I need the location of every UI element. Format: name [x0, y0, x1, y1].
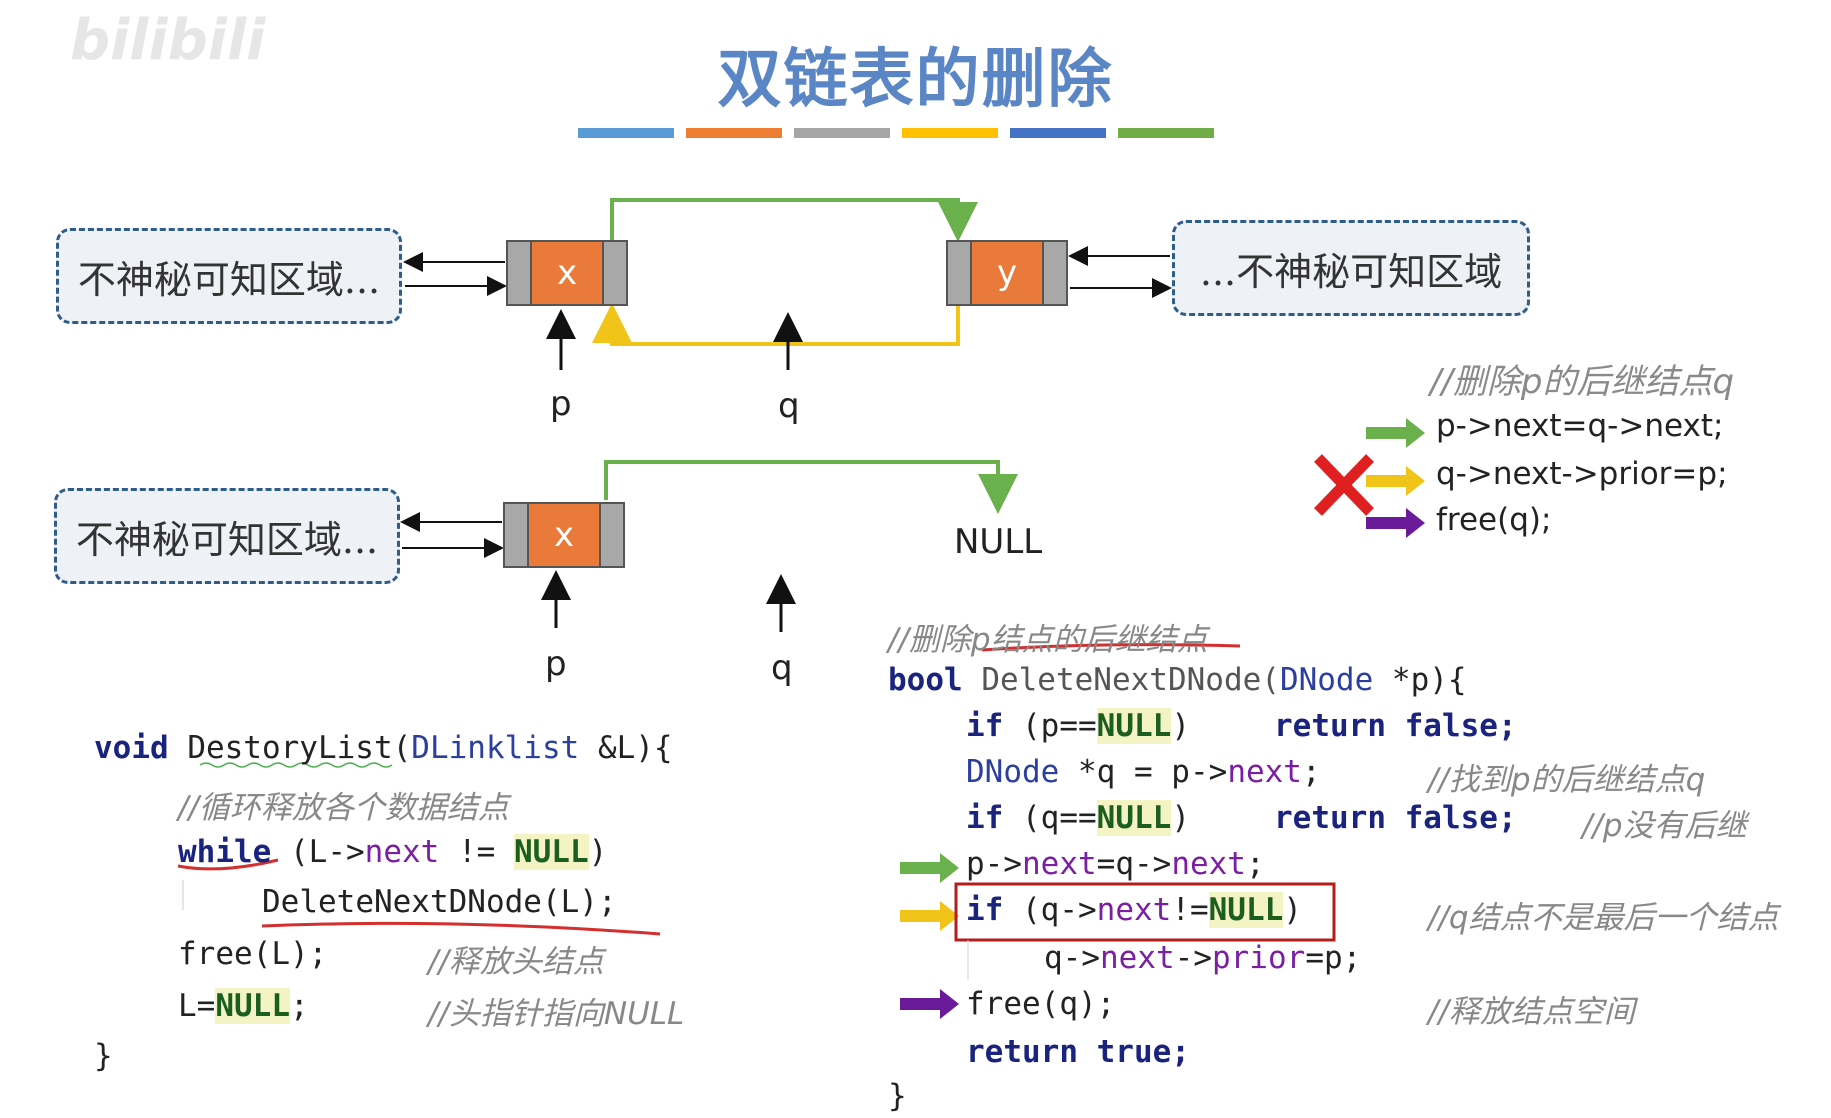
- pointer-p-label-bottom: p: [545, 644, 567, 684]
- green-step-arrow-icon: [1366, 418, 1425, 448]
- code-comment: //释放头结点: [428, 944, 604, 980]
- code-line: void DestoryList(DLinklist &L){: [94, 730, 673, 766]
- code-line: //循环释放各个数据结点: [178, 790, 509, 826]
- code-line: DeleteNextDNode(L);: [262, 884, 617, 920]
- steps-comment: //删除p的后继结点q: [1430, 362, 1735, 402]
- code-line: free(L);: [178, 936, 328, 972]
- node-y: y: [946, 240, 1068, 306]
- pointer-q-label-bottom: q: [771, 648, 793, 688]
- code-line: if (q==NULL): [966, 800, 1190, 836]
- code-line: }: [94, 1038, 113, 1074]
- code-purple-arrow-icon: [900, 989, 959, 1019]
- code-line: while (L->next != NULL): [178, 834, 608, 870]
- code-comment: //q结点不是最后一个结点: [1428, 900, 1779, 936]
- code-line: DNode *q = p->next;: [966, 754, 1321, 790]
- pointer-p-label: p: [550, 384, 572, 424]
- stripe-blue: [578, 128, 674, 138]
- code-line: }: [888, 1078, 907, 1114]
- code-line: L=NULL;: [178, 988, 309, 1024]
- step-line-1: p->next=q->next;: [1436, 408, 1724, 444]
- step-line-3: free(q);: [1436, 502, 1552, 538]
- code-comment: //头指针指向NULL: [428, 996, 685, 1032]
- underline-call: [261, 921, 661, 936]
- squiggle-destroylist: [199, 762, 393, 768]
- code-line: return true;: [966, 1034, 1190, 1070]
- code-line: q->next->prior=p;: [1044, 940, 1362, 976]
- code-yellow-arrow-icon: [900, 901, 959, 931]
- stripe-orange: [686, 128, 782, 138]
- node-x-bottom: x: [503, 502, 625, 568]
- bilibili-watermark: bilibili: [70, 8, 266, 73]
- purple-step-arrow-icon: [1366, 508, 1425, 538]
- highlight-box: [954, 882, 1336, 942]
- stripe-yellow: [902, 128, 998, 138]
- code-line: return false;: [1274, 708, 1517, 744]
- yellow-prior-link: [592, 303, 960, 346]
- null-label: NULL: [954, 522, 1043, 562]
- code-comment: //释放结点空间: [1428, 994, 1635, 1030]
- underline-comment: [981, 643, 1241, 652]
- code-comment: //p没有后继: [1582, 808, 1747, 844]
- node-x: x: [506, 240, 628, 306]
- code-line: return false;: [1274, 800, 1517, 836]
- code-line: if (q->next!=NULL): [966, 892, 1302, 928]
- underline-while: [177, 858, 279, 871]
- code-line: p->next=q->next;: [966, 846, 1265, 882]
- code-green-arrow-icon: [900, 853, 959, 883]
- code-line: free(q);: [966, 986, 1116, 1022]
- step-line-2: q->next->prior=p;: [1436, 456, 1728, 492]
- code-comment: //找到p的后继结点q: [1428, 762, 1706, 798]
- unknown-region-left-bottom: 不神秘可知区域...: [54, 488, 400, 584]
- unknown-region-right: ...不神秘可知区域: [1172, 220, 1530, 316]
- pointer-q-label: q: [778, 386, 800, 426]
- unknown-region-left: 不神秘可知区域...: [56, 228, 402, 324]
- code-line: bool DeleteNextDNode(DNode *p){: [888, 662, 1467, 698]
- slide-title: 双链表的删除: [717, 43, 1114, 117]
- stripe-gray: [794, 128, 890, 138]
- green-null-link: [604, 460, 1018, 514]
- red-cross-icon: [1314, 454, 1374, 516]
- code-comment: //删除p结点的后继结点: [888, 622, 1208, 658]
- stripe-navy: [1010, 128, 1106, 138]
- stripe-green: [1118, 128, 1214, 138]
- green-next-link: [610, 198, 978, 242]
- code-line: if (p==NULL): [966, 708, 1190, 744]
- yellow-step-arrow-icon: [1366, 466, 1425, 496]
